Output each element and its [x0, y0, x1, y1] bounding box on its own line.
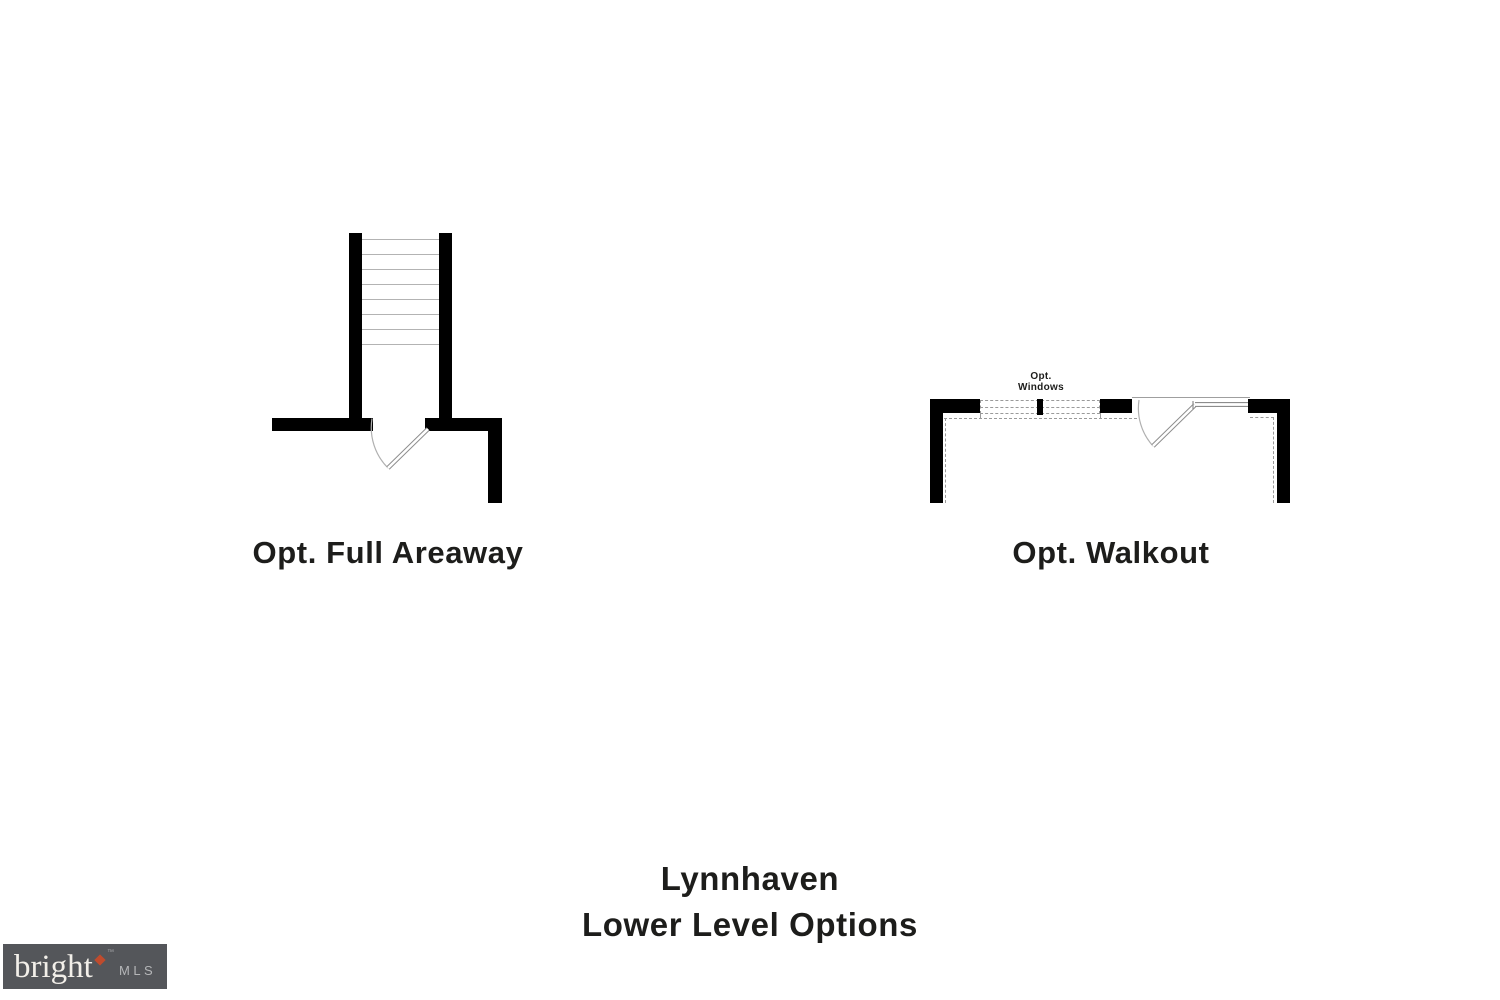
walkout-dashed-wall-right	[1273, 417, 1274, 503]
opt-window-mullion	[1037, 399, 1043, 415]
brightmls-diamond-icon	[94, 954, 106, 966]
stair-treads	[362, 239, 439, 347]
walkout-dashed-wall-top-left	[944, 418, 1137, 419]
walkout-label: Opt. Walkout	[1012, 535, 1210, 570]
opt-window-left-jamb-dash	[980, 413, 981, 419]
opt-windows-label: Opt. Windows	[966, 371, 1116, 393]
walkout-wall-top-middle	[1100, 399, 1132, 413]
brightmls-brand-text: bright	[14, 949, 93, 985]
walkout-door-leaf	[1152, 404, 1196, 447]
areaway-door-arc	[370, 418, 389, 469]
walkout-wall-left-vertical	[930, 399, 943, 503]
areaway-bottom-wall-left	[272, 418, 373, 431]
walkout-door-header-line	[1132, 397, 1250, 398]
walkout-door-leaf-outline	[1151, 403, 1197, 448]
opt-windows-label-line1: Opt.	[1030, 371, 1052, 382]
sheet-title: Lynnhaven Lower Level Options	[450, 856, 1050, 948]
areaway-corner-wall	[488, 431, 502, 503]
plan-name: Lynnhaven	[660, 860, 840, 897]
brightmls-watermark: bright ™ MLS	[3, 944, 167, 989]
walkout-door-arc	[1137, 399, 1154, 447]
walkout-dashed-wall-left	[945, 418, 946, 503]
areaway-door-leaf-outline	[386, 427, 430, 470]
areaway-bottom-wall-right	[425, 418, 502, 431]
areaway-door-leaf	[387, 428, 429, 469]
plan-subtitle: Lower Level Options	[582, 906, 918, 943]
areaway-stairwell-right-wall	[439, 233, 452, 431]
walkout-wall-right-vertical	[1277, 399, 1290, 503]
brightmls-mls-text: MLS	[119, 963, 157, 978]
areaway-label: Opt. Full Areaway	[252, 535, 524, 570]
opt-windows-label-line2: Windows	[1018, 382, 1064, 393]
walkout-dashed-wall-top-right	[1250, 417, 1274, 418]
trademark-symbol: ™	[107, 949, 114, 956]
opt-window-right-jamb-dash	[1100, 413, 1101, 419]
areaway-stairwell-left-wall	[349, 233, 362, 431]
